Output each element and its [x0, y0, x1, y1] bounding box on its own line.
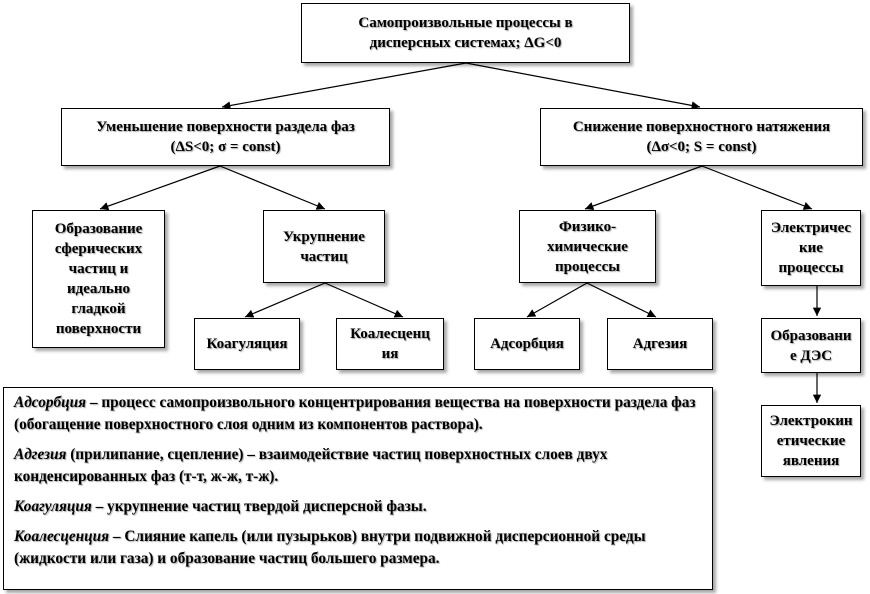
node-electric-processes: Электричес кие процессы [761, 210, 861, 286]
node-tension-reduction: Снижение поверхностного натяжения(Δσ<0; … [540, 108, 863, 166]
arrow-root-right [465, 62, 701, 110]
glossary-entry: Адсорбция – процесс самопроизвольного ко… [14, 392, 702, 436]
glossary-term: Адсорбция [14, 394, 87, 411]
node-physchem-processes: Физико- химические процессы [519, 210, 656, 283]
arrow-enlarge-coagulation [244, 282, 326, 318]
glossary-box: Адсорбция – процесс самопроизвольного ко… [3, 387, 713, 590]
arrow-right-electric [701, 165, 813, 210]
glossary-entry: Коалесценция – Слияние капель (или пузыр… [14, 526, 702, 570]
arrow-enlarge-coalescence [324, 282, 404, 318]
glossary-term: Адгезия [14, 446, 67, 463]
arrow-right-physchem [584, 165, 703, 211]
glossary-term: Коагуляция [14, 498, 92, 515]
glossary-definition: (прилипание, сцепление) – взаимодействие… [14, 446, 608, 485]
arrow-physchem-adsorption [526, 282, 588, 318]
glossary-entry: Адгезия (прилипание, сцепление) – взаимо… [14, 444, 702, 488]
node-spherical-particles: Образование сферических частиц и идеальн… [32, 210, 165, 348]
arrow-physchem-adhesion [586, 282, 657, 318]
glossary-definition: – укрупнение частиц твердой дисперсной ф… [91, 498, 427, 515]
node-coagulation: Коагуляция [194, 318, 300, 370]
arrow-root-left [221, 62, 467, 110]
glossary-term: Коалесценция [14, 528, 110, 545]
node-adhesion: Адгезия [607, 318, 713, 370]
arrow-left-enlarge [219, 165, 326, 210]
glossary-definition: – Слияние капель (или пузырьков) внутри … [14, 528, 646, 567]
arrow-left-spherical [99, 165, 221, 211]
glossary-definition: – процесс самопроизвольного концентриров… [14, 394, 696, 433]
glossary-entry: Коагуляция – укрупнение частиц твердой д… [14, 496, 702, 518]
node-surface-reduction: Уменьшение поверхности раздела фаз(ΔS<0;… [61, 108, 390, 166]
node-adsorption: Адсорбция [474, 318, 580, 370]
node-electrokinetic: Электрокин етические явления [761, 405, 861, 477]
